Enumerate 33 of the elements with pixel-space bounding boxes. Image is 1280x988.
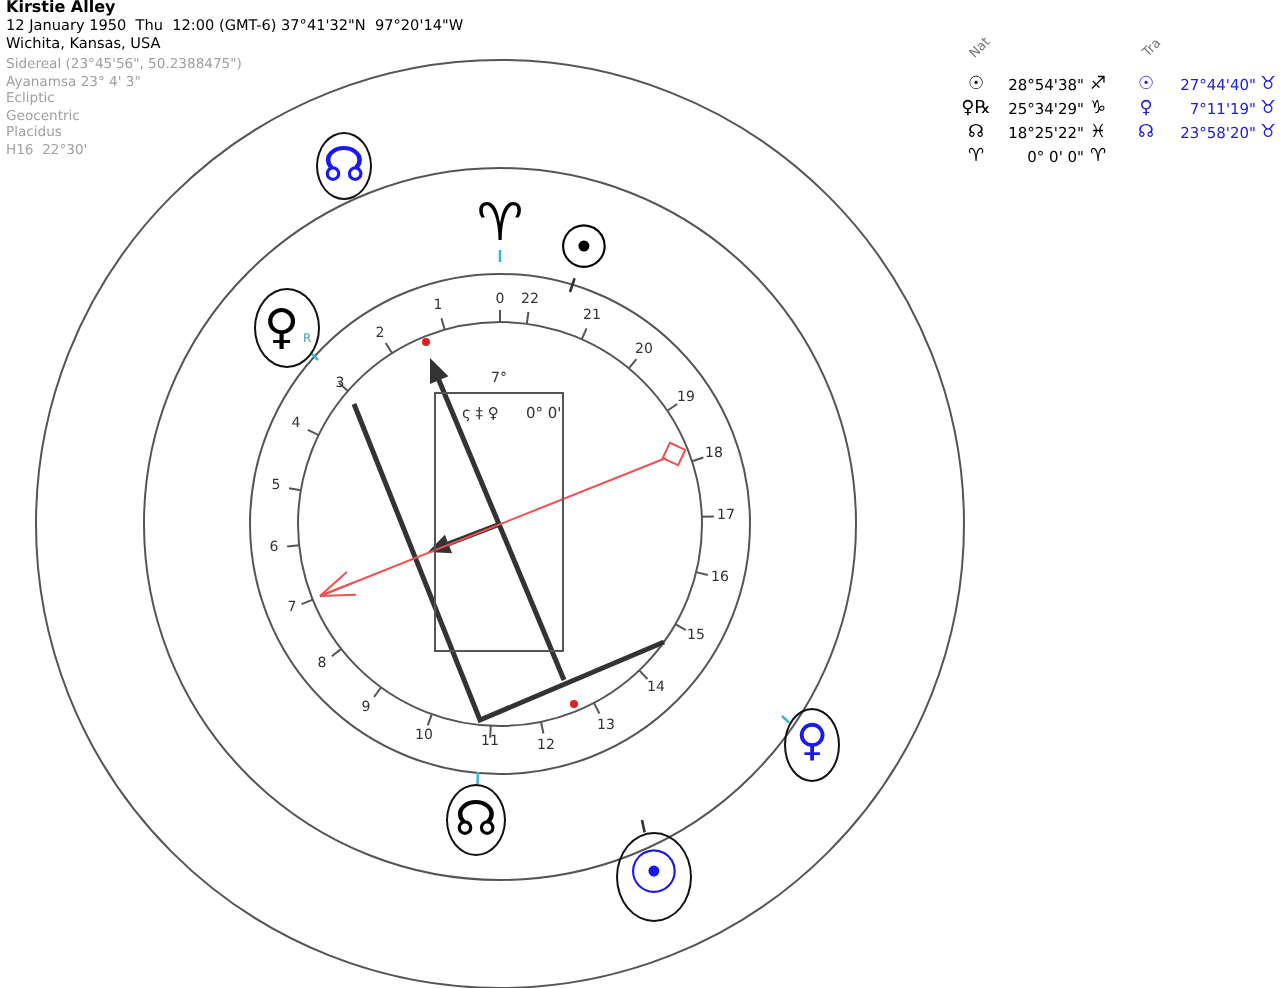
leader-line — [476, 771, 480, 785]
planet-symbol: ☉ — [967, 77, 985, 95]
leader-line — [498, 250, 502, 262]
planet-symbol: ☉ — [557, 220, 611, 280]
sign-symbol: ♑ — [1089, 101, 1107, 119]
planet-symbol: ☊ — [968, 125, 984, 143]
planet-ellipse — [446, 784, 506, 856]
planet-symbol: ☉ — [1137, 77, 1155, 95]
planet-symbol: ♀ — [795, 721, 829, 766]
leader-line — [568, 277, 576, 293]
planet-symbol: ♀ — [264, 303, 300, 352]
planet-symbol: ♀ — [1139, 101, 1153, 119]
chart-title: Kirstie Alley — [6, 0, 116, 16]
planet-symbol: ♀℞ — [961, 101, 991, 119]
planet-symbol: ♈ — [967, 149, 985, 167]
planet-symbol: ☊ — [1138, 125, 1154, 143]
sign-symbol: ♓ — [1089, 125, 1107, 143]
planet-ellipse — [253, 288, 319, 368]
planet-ellipse — [784, 707, 840, 781]
planet-symbol: ☊ — [322, 141, 366, 190]
sign-symbol: ♉ — [1259, 101, 1277, 119]
planet-symbol: ☊ — [454, 795, 498, 844]
sign-symbol: ♈ — [1089, 149, 1107, 167]
leader-line — [640, 819, 646, 833]
planet-symbol: ♈ — [476, 198, 524, 250]
planet-ellipse — [316, 132, 372, 200]
sign-symbol: ♐ — [1089, 77, 1107, 95]
leader-line — [781, 715, 790, 724]
planet-ellipse — [616, 831, 692, 921]
sign-symbol: ♉ — [1259, 125, 1277, 143]
sign-symbol: ♉ — [1259, 77, 1277, 95]
planet-symbol: ☉ — [627, 844, 681, 905]
leader-line — [310, 352, 319, 361]
